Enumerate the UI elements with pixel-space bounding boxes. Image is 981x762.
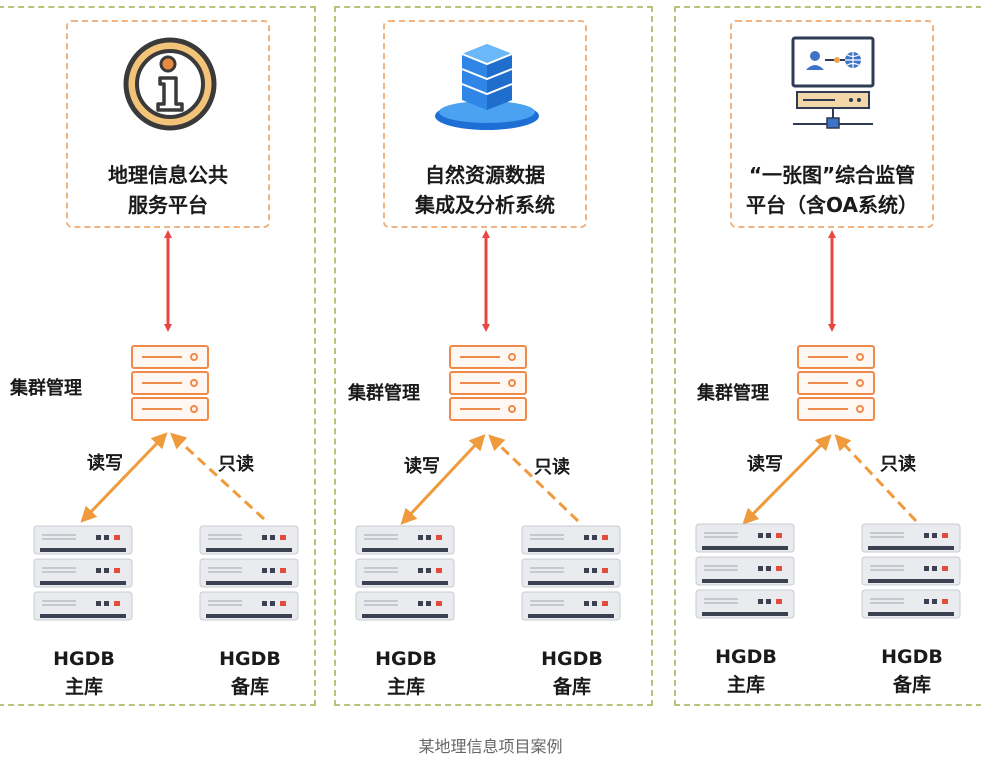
app-box-1: 地理信息公共 服务平台 [66,20,270,228]
app-title-line2: 平台（含OA系统） [746,193,918,217]
primary-server-icon [695,523,795,619]
read-only-arrow [488,434,580,523]
figure-caption: 某地理信息项目案例 [418,737,563,756]
read-only-label: 只读 [218,454,254,475]
primary-db-label-line2: 主库 [726,674,765,696]
primary-db-label-line1: HGDB [715,646,777,668]
primary-db-label-line1: HGDB [375,648,437,670]
app-title-line2: 集成及分析系统 [415,193,555,217]
cluster-label: 集群管理 [348,383,420,404]
standby-db-label-line1: HGDB [541,648,603,670]
app-title-line1: 自然资源数据 [425,163,545,187]
read-write-arrow [400,434,486,525]
primary-db-label-line2: 主库 [386,676,425,698]
cluster-icon [797,345,875,421]
column-panel-1 [0,6,316,706]
app-box-2: 自然资源数据 集成及分析系统 [383,20,587,228]
standby-db-label-line2: 备库 [892,674,931,696]
app-box-3: “一张图”综合监管 平台（含OA系统） [730,20,934,228]
info-icon [123,37,217,131]
database-stack-icon [435,44,539,130]
primary-db-label-line2: 主库 [64,676,103,698]
standby-server-icon [521,525,621,621]
read-only-label: 只读 [534,457,570,478]
standby-server-icon [199,525,299,621]
monitor-network-icon [791,36,875,129]
column-panel-2 [334,6,653,706]
read-only-label: 只读 [880,454,916,475]
cluster-label: 集群管理 [697,383,769,404]
cluster-icon [131,345,209,421]
primary-db-label-line1: HGDB [53,648,115,670]
read-write-arrow [80,432,168,523]
read-only-arrow [834,434,918,523]
read-only-arrow [170,432,266,521]
standby-server-icon [861,523,961,619]
read-write-arrow [742,434,832,525]
standby-db-label-line1: HGDB [881,646,943,668]
primary-server-icon [33,525,133,621]
cluster-icon [449,345,527,421]
standby-db-label-line1: HGDB [219,648,281,670]
standby-db-label-line2: 备库 [230,676,269,698]
app-title-line1: “一张图”综合监管 [748,163,916,187]
primary-server-icon [355,525,455,621]
app-title-line2: 服务平台 [128,193,208,217]
app-title-line1: 地理信息公共 [108,163,228,187]
cluster-label: 集群管理 [10,378,82,399]
standby-db-label-line2: 备库 [552,676,591,698]
column-panel-3 [674,6,981,706]
